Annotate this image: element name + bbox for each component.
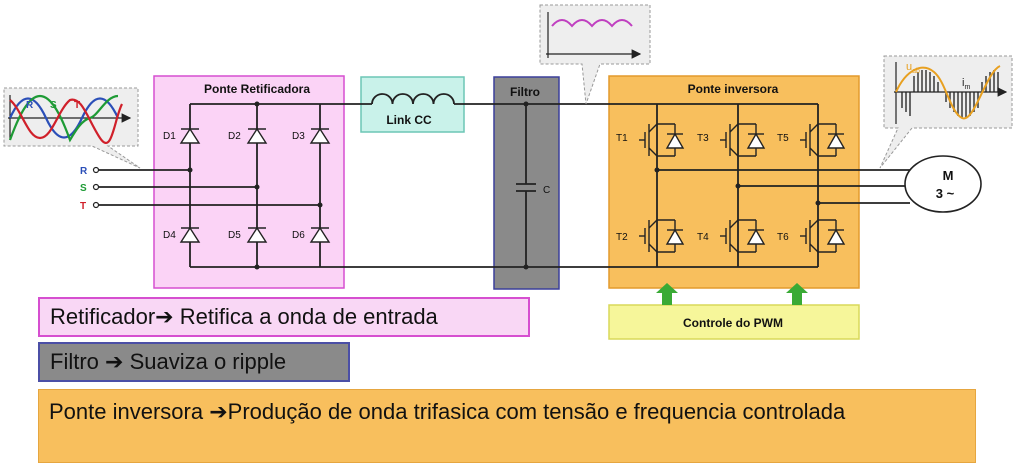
input-waveform-callout: R S T	[3, 87, 141, 169]
ripple-wave	[551, 19, 633, 28]
caption-inverter: Ponte inversora ➔Produção de onda trifas…	[38, 389, 976, 463]
igbt-label-t1: T1	[616, 133, 628, 144]
input-terminals	[92, 166, 100, 209]
input-wave-r	[9, 97, 119, 139]
arrow-icon: ➔	[105, 350, 124, 375]
phase-label-s: S	[80, 183, 87, 194]
arrow-icon: ➔	[209, 400, 228, 425]
caption-rectifier: Retificador➔ Retifica a onda de entrada	[38, 297, 530, 337]
diode-label-d5: D5	[228, 230, 241, 241]
caption-inverter-desc: Produção de onda trifasica com tensão e …	[227, 399, 846, 424]
motor-label-m: M	[943, 168, 954, 183]
arrow-icon: ➔	[155, 305, 174, 330]
caption-rectifier-desc: Retifica a onda de entrada	[179, 304, 438, 329]
diode-d4	[179, 226, 201, 243]
igbt-t6	[800, 219, 846, 253]
motor-symbol	[904, 155, 982, 213]
caption-filter-name: Filtro	[50, 349, 99, 374]
pwm-arrow-right	[786, 283, 808, 305]
igbt-label-t5: T5	[777, 133, 789, 144]
diode-label-d4: D4	[163, 230, 176, 241]
igbt-label-t3: T3	[697, 133, 709, 144]
igbt-label-t4: T4	[697, 232, 709, 243]
callout-phase-r: R	[26, 100, 34, 111]
capacitor-label: C	[543, 185, 550, 196]
diode-d5	[246, 226, 268, 243]
diode-d6	[309, 226, 331, 243]
caption-filter: Filtro ➔ Suaviza o ripple	[38, 342, 350, 382]
output-sine	[895, 65, 1001, 120]
igbt-t2	[639, 219, 685, 253]
diode-label-d1: D1	[163, 131, 176, 142]
igbt-t1	[639, 123, 685, 157]
diode-d1	[179, 127, 201, 144]
inductor-coil	[371, 93, 455, 105]
rectifier-block	[153, 75, 345, 289]
link-cc-label: Link CC	[386, 113, 432, 127]
pwm-arrow-left	[656, 283, 678, 305]
diode-label-d2: D2	[228, 131, 241, 142]
igbt-t4	[720, 219, 766, 253]
igbt-t3	[720, 123, 766, 157]
rectifier-title: Ponte Retificadora	[204, 82, 310, 96]
diode-label-d3: D3	[292, 131, 305, 142]
junction-dots	[187, 101, 821, 270]
igbt-label-t6: T6	[777, 232, 789, 243]
phase-label-t: T	[80, 201, 86, 212]
input-wave-t	[9, 98, 123, 144]
link-cc-block	[360, 76, 465, 133]
pwm-control-label: Controle do PWM	[683, 316, 783, 330]
dc-ripple-callout	[539, 4, 651, 105]
callout-phase-t: T	[74, 100, 80, 111]
motor-label-phases: 3 ~	[936, 186, 955, 201]
output-u-label: uab	[906, 61, 920, 75]
igbt-label-t2: T2	[616, 232, 628, 243]
filter-title: Filtro	[510, 85, 540, 99]
output-waveform-callout: uab im	[879, 55, 1013, 169]
inverter-block	[608, 75, 860, 289]
inverter-title: Ponte inversora	[688, 82, 779, 96]
input-wave-s	[8, 94, 119, 143]
caption-filter-desc: Suaviza o ripple	[129, 349, 287, 374]
callout-phase-s: S	[50, 100, 57, 111]
caption-inverter-name: Ponte inversora	[49, 399, 204, 424]
diode-d2	[246, 127, 268, 144]
phase-label-r: R	[80, 166, 88, 177]
output-i-label: im	[962, 77, 970, 91]
igbt-t5	[800, 123, 846, 157]
diode-d3	[309, 127, 331, 144]
diode-label-d6: D6	[292, 230, 305, 241]
pwm-control-block	[608, 304, 860, 340]
caption-rectifier-name: Retificador	[50, 304, 156, 329]
